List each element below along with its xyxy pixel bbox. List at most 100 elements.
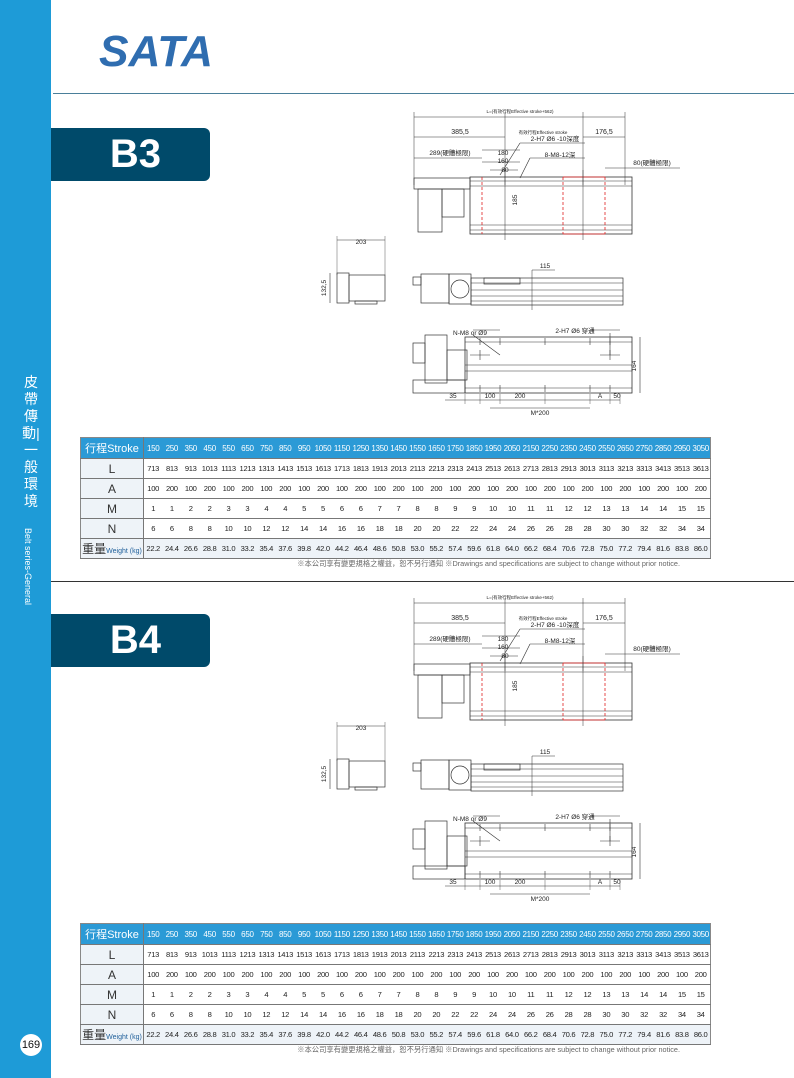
table-cell: 12 <box>275 1004 295 1025</box>
table-cell: 10 <box>502 984 522 1005</box>
page-number: 169 <box>20 1034 42 1056</box>
table-cell: 713 <box>143 944 163 965</box>
table-cell: 83.8 <box>672 1024 692 1045</box>
table-cell: 22.2 <box>143 538 163 559</box>
table-cell: 13 <box>596 498 616 519</box>
table-cell: 813 <box>162 944 182 965</box>
table-cell: 813 <box>162 458 182 479</box>
table-cell: 79.4 <box>634 538 654 559</box>
table-cell: 53.0 <box>407 538 427 559</box>
table-cell: 1150 <box>332 437 352 459</box>
table-cell: 26 <box>521 1004 541 1025</box>
dimension-label: 35 <box>449 393 457 400</box>
dimension-label: 180 <box>498 150 509 157</box>
table-cell: 250 <box>162 923 182 945</box>
dimension-label: 132,5 <box>321 279 328 296</box>
table-cell: 1713 <box>332 944 352 965</box>
table-cell: 10 <box>483 498 503 519</box>
table-cell: 2 <box>181 984 201 1005</box>
table-cell: 22 <box>464 1004 484 1025</box>
table-cell: 3013 <box>577 458 597 479</box>
table-cell: 100 <box>559 478 578 499</box>
table-cell: 61.8 <box>483 538 503 559</box>
table-cell: 2650 <box>615 923 635 945</box>
dimension-label: 50 <box>613 393 621 400</box>
drawing-outline <box>412 342 426 364</box>
dimension-label: 132,5 <box>321 765 328 782</box>
table-cell: 2550 <box>596 923 616 945</box>
dimension-label: A <box>598 879 603 886</box>
table-cell: 750 <box>256 923 276 945</box>
table-cell: 200 <box>540 478 560 499</box>
table-cell: 2013 <box>389 458 408 479</box>
table-cell: 6 <box>332 984 352 1005</box>
drawing-outline <box>420 759 450 790</box>
row-label: 重量Weight (kg) <box>80 1024 144 1045</box>
dimension-label: 160 <box>498 644 509 651</box>
table-cell: 100 <box>634 478 654 499</box>
table-cell: 12 <box>559 984 578 1005</box>
table-cell: 200 <box>351 478 371 499</box>
table-cell: 6 <box>332 498 352 519</box>
dimension-label: 2-H7 Ø6 -10深度 <box>531 620 580 629</box>
table-cell: 100 <box>181 478 201 499</box>
table-cell: 32 <box>653 1004 673 1025</box>
dimension-label: 200 <box>515 879 526 886</box>
table-cell: 10 <box>219 518 238 539</box>
table-cell: 2350 <box>559 437 578 459</box>
table-cell: 35.4 <box>256 1024 276 1045</box>
row-label: A <box>80 964 144 985</box>
table-cell: 100 <box>559 964 578 985</box>
model-badge: B4 <box>51 614 210 667</box>
table-cell: 100 <box>672 964 692 985</box>
table-cell: 200 <box>237 964 257 985</box>
table-cell: 70.6 <box>559 538 578 559</box>
dimension-label: 115 <box>540 749 551 756</box>
table-cell: 31.0 <box>219 1024 238 1045</box>
table-cell: 8 <box>426 498 446 519</box>
table-cell: 200 <box>691 478 711 499</box>
table-cell: 81.6 <box>653 538 673 559</box>
table-cell: 2213 <box>426 944 446 965</box>
table-cell: 100 <box>256 964 276 985</box>
table-cell: 1350 <box>370 923 390 945</box>
table-cell: 11 <box>521 498 541 519</box>
table-cell: 250 <box>162 437 182 459</box>
table-cell: 10 <box>483 984 503 1005</box>
table-cell: 2850 <box>653 437 673 459</box>
table-cell: 100 <box>445 478 465 499</box>
dimension-label: 385,5 <box>451 129 469 136</box>
dimension-label: 203 <box>356 239 367 246</box>
table-cell: 1113 <box>219 458 238 479</box>
table-cell: 57.4 <box>445 538 465 559</box>
table-cell: 100 <box>256 478 276 499</box>
table-cell: 26.6 <box>181 538 201 559</box>
table-cell: 650 <box>237 437 257 459</box>
table-cell: 46.4 <box>351 1024 371 1045</box>
table-cell: 34 <box>672 1004 692 1025</box>
table-cell: 200 <box>691 964 711 985</box>
label-text: A <box>107 481 116 496</box>
table-cell: 12 <box>577 984 597 1005</box>
table-cell: 7 <box>370 984 390 1005</box>
drawing-outline <box>348 274 386 302</box>
table-cell: 3 <box>237 984 257 1005</box>
table-cell: 64.0 <box>502 538 522 559</box>
table-cell: 2050 <box>502 923 522 945</box>
table-cell: 26 <box>540 518 560 539</box>
table-cell: 100 <box>483 478 503 499</box>
drawing-outline <box>412 379 466 394</box>
table-cell: 200 <box>615 478 635 499</box>
table-cell: 30 <box>596 1004 616 1025</box>
table-cell: 22 <box>445 1004 465 1025</box>
table-cell: 200 <box>577 478 597 499</box>
table-cell: 2 <box>200 984 220 1005</box>
table-cell: 14 <box>313 1004 333 1025</box>
table-cell: 7 <box>370 498 390 519</box>
table-cell: 39.8 <box>294 538 314 559</box>
drawing-line <box>499 142 521 176</box>
